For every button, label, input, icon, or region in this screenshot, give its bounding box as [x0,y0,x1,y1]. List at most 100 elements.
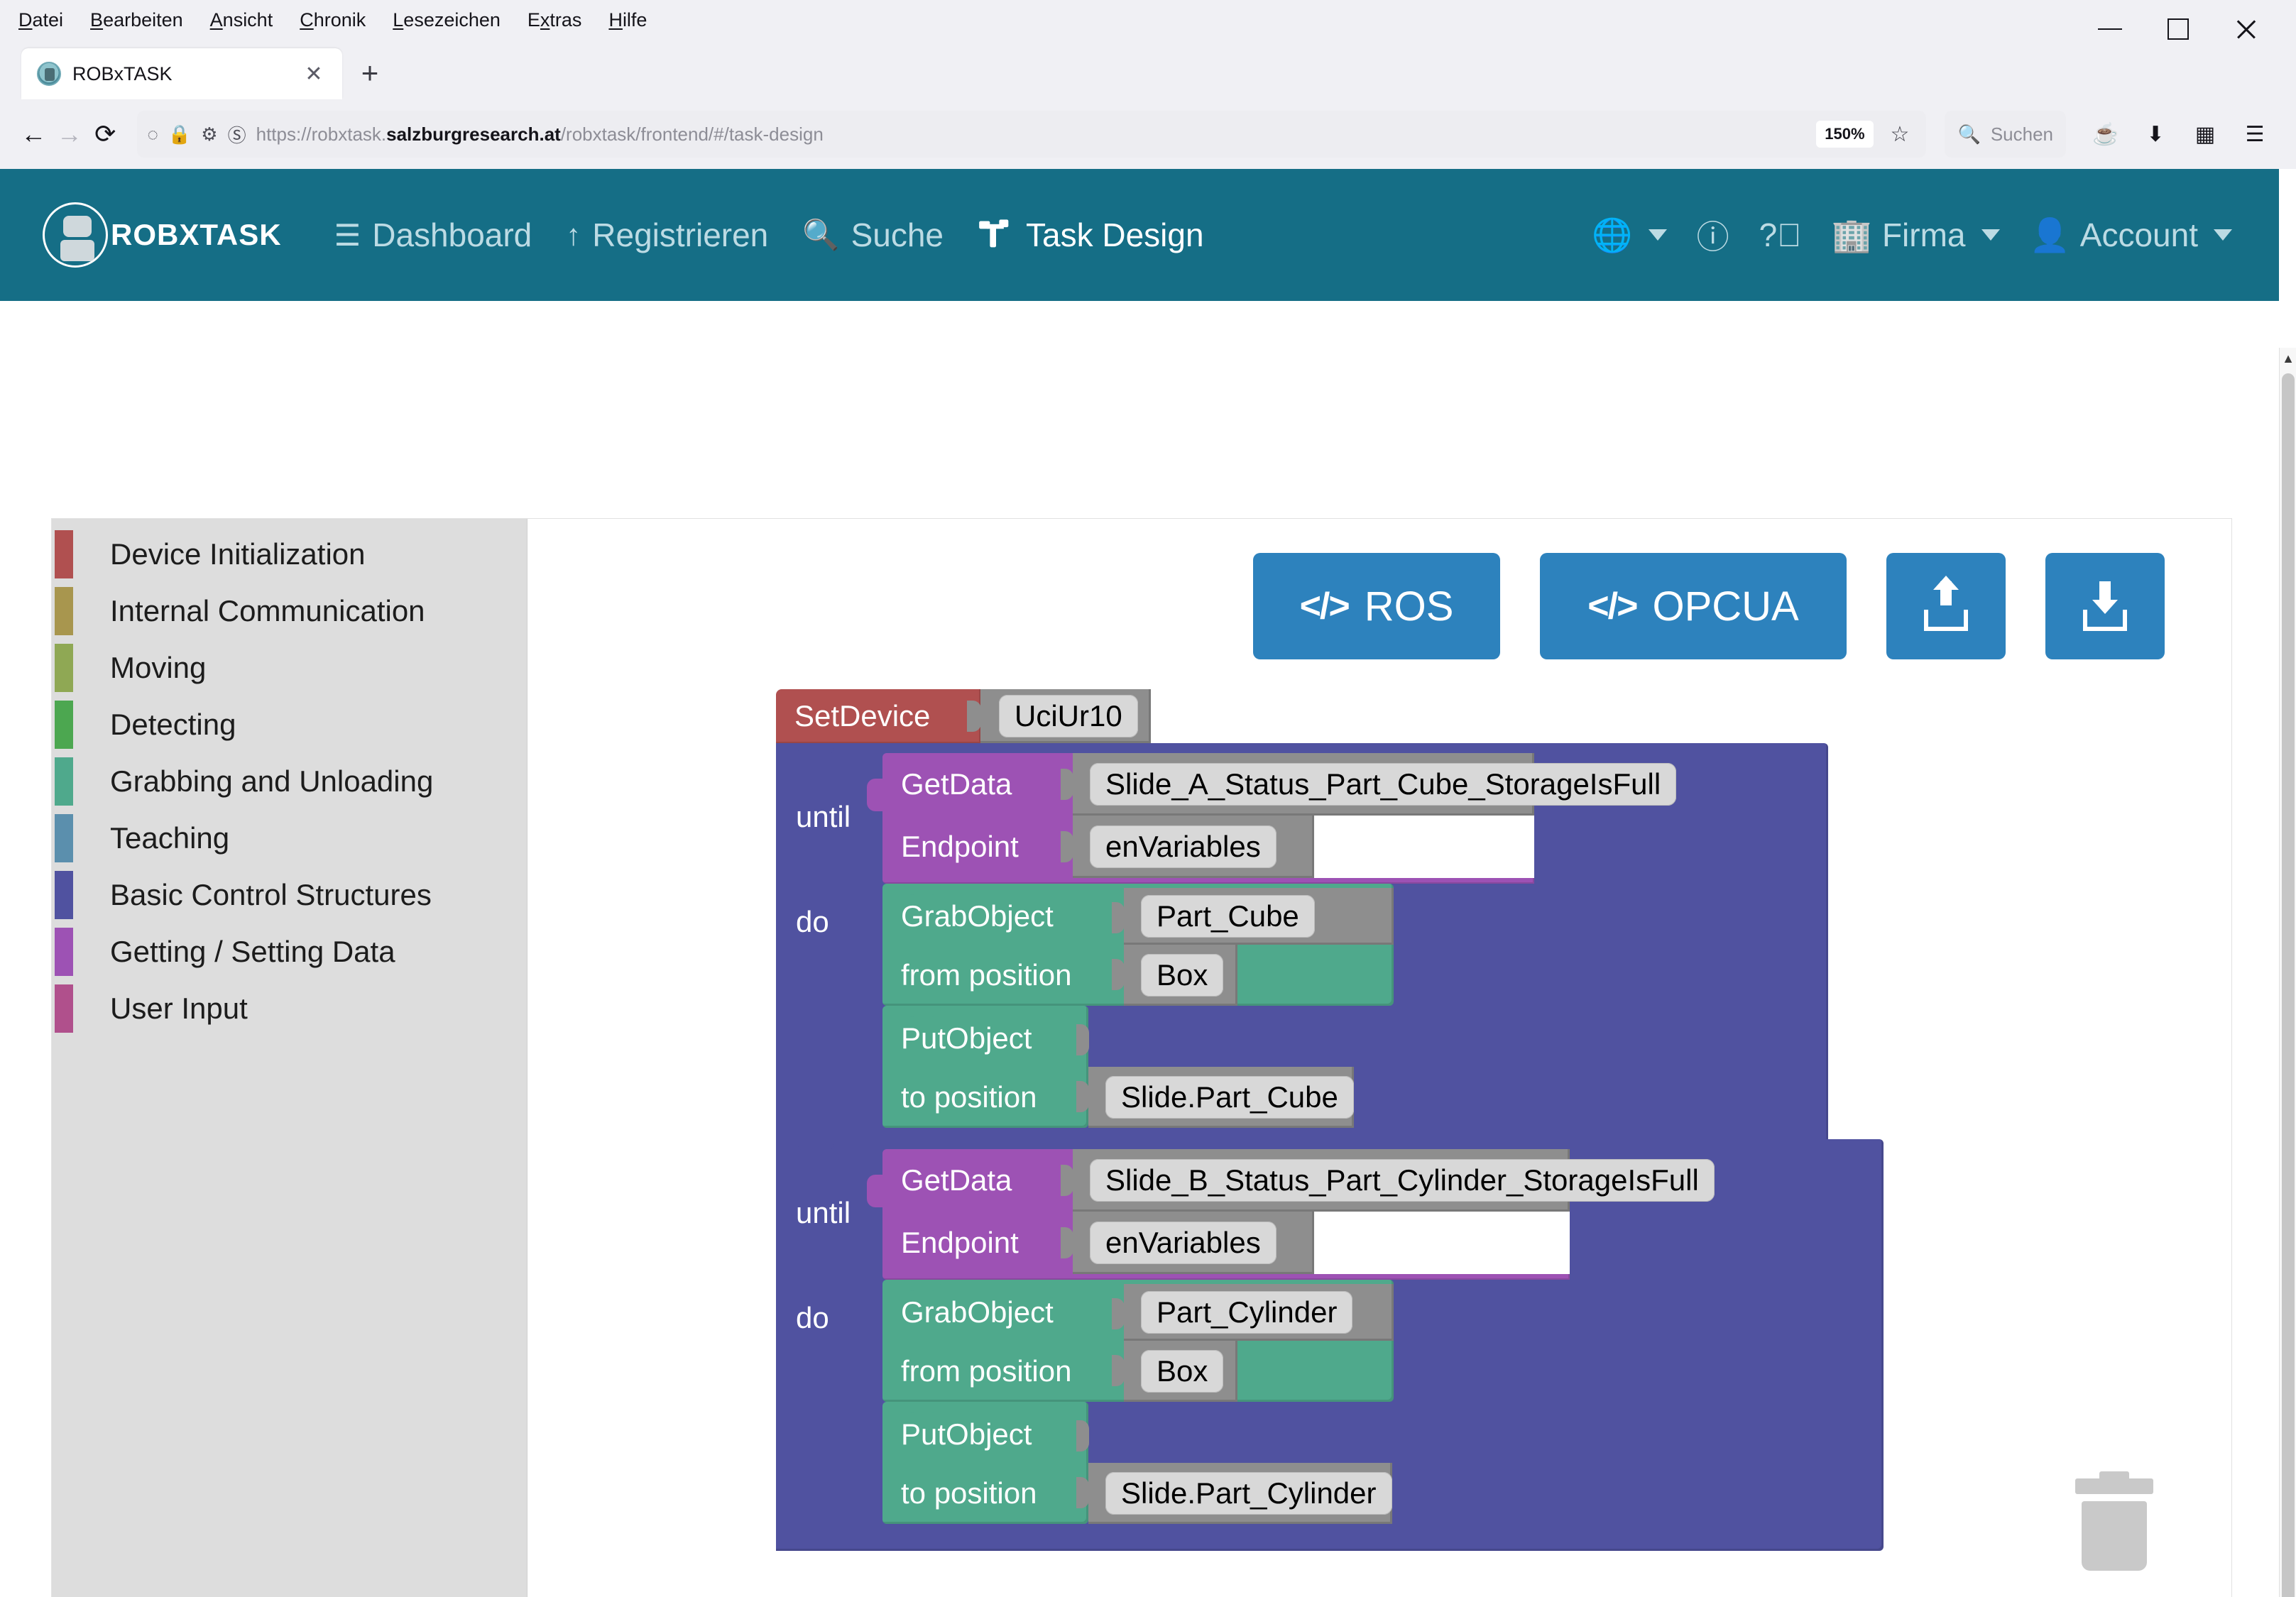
nav-suche[interactable]: 🔍 Suche [785,216,961,254]
toolbox-category-basic-control-structures[interactable]: Basic Control Structures [52,867,527,923]
tracking-protection-off-icon[interactable]: Ⓢ [227,124,246,146]
trash-icon[interactable] [2075,1471,2153,1571]
download-task-button[interactable] [2045,553,2165,659]
menu-extras[interactable]: Extras [527,9,582,31]
account-menu[interactable]: 👤 Account [2017,216,2246,255]
toolbox-category-moving[interactable]: Moving [52,640,527,696]
permissions-icon[interactable]: ⚙ [201,123,218,145]
toolbox-category-detecting[interactable]: Detecting [52,696,527,753]
menu-datei[interactable]: Datei [18,9,64,31]
scrollbar-thumb[interactable] [2282,373,2295,1597]
close-window-button[interactable] [2212,7,2280,51]
block-grabobject-1[interactable]: GrabObject Part_Cube from position Box [882,884,1394,1006]
nav-dashboard[interactable]: ☰ Dashboard [317,216,550,254]
new-tab-button[interactable]: + [361,56,379,89]
getdata-value-slot[interactable]: Slide_A_Status_Part_Cube_StorageIsFull [1073,753,1677,816]
pocket-icon[interactable]: ☕ [2092,122,2119,146]
toolbox-category-internal-communication[interactable]: Internal Communication [52,583,527,640]
hamburger-menu-icon[interactable]: ☰ [2245,122,2265,146]
from-position-value-slot[interactable]: Box [1124,1341,1237,1402]
toolbox-category-getting-setting-data[interactable]: Getting / Setting Data [52,923,527,980]
menu-hilfe[interactable]: Hilfe [608,9,647,31]
account-label: Account [2079,216,2198,253]
export-ros-button[interactable]: </> ROS [1253,553,1500,659]
minimize-button[interactable] [2076,7,2144,51]
loop-bottom-spacer-2 [776,1527,1884,1551]
tab-robxtask[interactable]: ROBxTASK ✕ [21,48,342,99]
grabobject-value-field[interactable]: Part_Cube [1141,895,1315,938]
toolbox-category-user-input[interactable]: User Input [52,980,527,1037]
export-opcua-button[interactable]: </> OPCUA [1540,553,1847,659]
setdevice-value-field[interactable]: UciUr10 [999,695,1138,737]
close-icon[interactable]: ✕ [305,62,323,86]
block-until-loop-1[interactable]: until GetData Slide_A_Status_Part_Cube_S… [776,743,1828,1145]
bookmark-star-icon[interactable]: ☆ [1890,122,1910,146]
endpoint-value-slot[interactable]: enVariables [1073,816,1314,878]
grabobject-value-slot[interactable]: Part_Cylinder [1124,1284,1394,1341]
menu-lesezeichen[interactable]: Lesezeichen [393,9,501,31]
qr-code-icon[interactable]: ▦ [2194,122,2216,146]
endpoint-value-field[interactable]: enVariables [1090,825,1277,868]
brand-logo-group[interactable]: ROBXTASK [43,202,282,268]
to-position-row: to position Slide.Part_Cylinder [882,1463,1392,1524]
endpoint-value-slot[interactable]: enVariables [1073,1212,1314,1274]
nav-registrieren[interactable]: ↑ Registrieren [549,216,785,254]
grabobject-value-slot[interactable]: Part_Cube [1124,888,1394,945]
search-input[interactable]: Suchen [1990,123,2054,145]
browser-navbar: ← → ⟳ ◌ 🔒 ⚙ Ⓢ https://robxtask.salzburgr… [0,99,2296,169]
getdata-value-slot[interactable]: Slide_B_Status_Part_Cylinder_StorageIsFu… [1073,1149,1715,1212]
maximize-button[interactable] [2144,7,2212,51]
to-position-value-field[interactable]: Slide.Part_Cube [1105,1076,1354,1119]
shield-icon[interactable]: ◌ [147,123,158,145]
reload-icon[interactable]: ⟳ [94,119,116,148]
url-bar[interactable]: ◌ 🔒 ⚙ Ⓢ https://robxtask.salzburgresearc… [137,111,1927,158]
from-position-value-field[interactable]: Box [1141,954,1224,997]
upload-task-button[interactable] [1886,553,2006,659]
block-plug [867,779,884,811]
firma-menu[interactable]: 🏢 Firma [1819,216,2013,255]
block-putobject-1[interactable]: PutObject to position Slide.Part_Cube [882,1006,1354,1128]
endpoint-value-field[interactable]: enVariables [1090,1222,1277,1264]
getdata-value-field[interactable]: Slide_A_Status_Part_Cube_StorageIsFull [1090,763,1677,806]
menu-ansicht[interactable]: Ansicht [209,9,273,31]
page-scrollbar[interactable]: ▲ ▼ [2279,348,2296,1597]
nav-task-design[interactable]: Task Design [961,216,1221,254]
language-selector[interactable]: 🌐 [1579,216,1679,255]
grabobject-value-field[interactable]: Part_Cylinder [1141,1291,1353,1334]
from-position-value-slot[interactable]: Box [1124,945,1237,1006]
setdevice-value-slot[interactable]: UciUr10 [980,689,1151,743]
putobject-row: PutObject [882,1402,1089,1463]
blockly-canvas[interactable]: </> ROS </> OPCUA [527,519,2231,1597]
block-setdevice[interactable]: SetDevice UciUr10 [776,689,1151,743]
block-until-loop-2[interactable]: until GetData Slide_B_Status_Part_Cylind… [776,1139,1884,1551]
toolbox-category-device-initialization[interactable]: Device Initialization [52,526,527,583]
toolbox-category-teaching[interactable]: Teaching [52,810,527,867]
browser-toolbar-right: ☕ ⬇ ▦ ☰ [2084,113,2276,155]
help-button[interactable]: ?⃝ [1746,216,1815,254]
menu-bearbeiten[interactable]: Bearbeiten [90,9,183,31]
app-navbar: ROBXTASK ☰ Dashboard ↑ Registrieren 🔍 Su… [0,169,2279,301]
nav-dashboard-label: Dashboard [372,216,532,253]
to-position-value-field[interactable]: Slide.Part_Cylinder [1105,1472,1392,1515]
block-program[interactable]: SetDevice UciUr10 until GetData [776,689,1884,1551]
getdata-value-field[interactable]: Slide_B_Status_Part_Cylinder_StorageIsFu… [1090,1159,1715,1202]
scroll-up-icon[interactable]: ▲ [2282,351,2295,366]
lock-icon[interactable]: 🔒 [168,123,192,145]
info-button[interactable]: ⓘ [1684,212,1742,258]
block-getdata-1[interactable]: GetData Slide_A_Status_Part_Cube_Storage… [867,753,1677,884]
menu-chronik[interactable]: Chronik [300,9,366,31]
search-bar[interactable]: 🔍 Suchen [1945,111,2067,158]
downloads-icon[interactable]: ⬇ [2146,122,2165,146]
getdata-row: GetData Slide_A_Status_Part_Cube_Storage… [882,753,1677,816]
from-position-value-field[interactable]: Box [1141,1350,1224,1393]
search-icon: 🔍 [802,217,840,251]
back-icon[interactable]: ← [21,119,47,148]
block-getdata-2[interactable]: GetData Slide_B_Status_Part_Cylinder_Sto… [867,1149,1715,1280]
toolbox-category-grabbing-and-unloading[interactable]: Grabbing and Unloading [52,753,527,810]
to-position-value-slot[interactable]: Slide.Part_Cylinder [1088,1463,1392,1524]
zoom-level-badge[interactable]: 150% [1816,121,1874,148]
forward-icon[interactable]: → [56,119,82,148]
block-grabobject-2[interactable]: GrabObject Part_Cylinder from position B… [882,1280,1394,1402]
block-putobject-2[interactable]: PutObject to position Slide.Part_Cylinde… [882,1402,1392,1524]
to-position-value-slot[interactable]: Slide.Part_Cube [1088,1067,1354,1128]
